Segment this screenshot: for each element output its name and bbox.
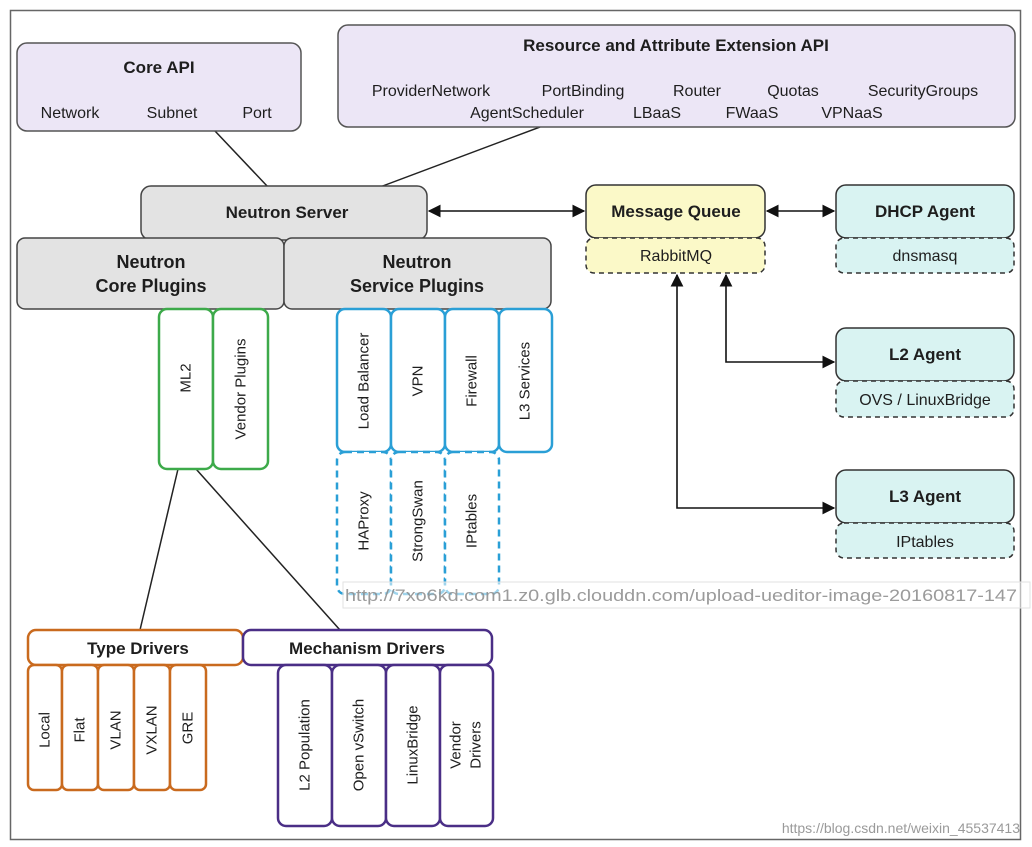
vendor-drivers-label: Drivers xyxy=(468,721,485,769)
service-plugin-columns: Load Balancer VPN Firewall L3 Services xyxy=(335,307,554,454)
blog-watermark: https://blog.csdn.net/weixin_45537413 xyxy=(782,820,1020,836)
message-queue-box: Message Queue RabbitMQ xyxy=(585,184,766,274)
extension-api-item: ProviderNetwork xyxy=(372,83,491,100)
url-watermark: http://7xo6kd.com1.z0.glb.clouddn.com/up… xyxy=(342,581,1031,609)
core-api-title: Core API xyxy=(123,58,194,77)
extension-api-title: Resource and Attribute Extension API xyxy=(523,36,829,55)
service-backend-label: StrongSwan xyxy=(410,480,427,562)
mechanism-drivers-title: Mechanism Drivers xyxy=(289,639,445,658)
l2-agent-box: L2 Agent OVS / LinuxBridge xyxy=(835,327,1015,418)
core-plugin-columns: ML2 Vendor Plugins xyxy=(157,307,270,471)
mechanism-driver-label: LinuxBridge xyxy=(405,705,422,784)
svg-text:http://7xo6kd.com1.z0.glb.clou: http://7xo6kd.com1.z0.glb.clouddn.com/up… xyxy=(345,586,1017,605)
mechanism-driver-label: L2 Population xyxy=(297,699,314,791)
extension-api-item: PortBinding xyxy=(542,83,625,100)
type-driver-label: Flat xyxy=(72,717,89,743)
extension-api-item: VPNaaS xyxy=(821,105,882,122)
message-queue-impl: RabbitMQ xyxy=(640,248,712,265)
vendor-plugins-label: Vendor Plugins xyxy=(233,339,250,440)
extension-api-item: Router xyxy=(673,83,722,100)
service-plugins-label: Service Plugins xyxy=(350,276,484,296)
core-plugins-label: Neutron xyxy=(117,252,186,272)
agent-impl: IPtables xyxy=(896,534,954,551)
service-plugins-label: Neutron xyxy=(383,252,452,272)
core-api-connector xyxy=(214,130,269,188)
extension-api-item: FWaaS xyxy=(726,105,779,122)
service-backend-columns: HAProxy StrongSwan IPtables xyxy=(335,450,501,596)
extension-api-box: Resource and Attribute Extension API Pro… xyxy=(337,24,1016,128)
vendor-drivers-label: Vendor xyxy=(448,721,465,769)
ml2-mechanism-drivers-connector xyxy=(195,468,341,631)
type-driver-label: VLAN xyxy=(108,710,125,749)
core-api-item: Subnet xyxy=(147,105,198,122)
type-driver-label: GRE xyxy=(180,712,197,745)
extension-api-item: SecurityGroups xyxy=(868,83,978,100)
message-queue-title: Message Queue xyxy=(611,202,740,221)
service-plugin-label: VPN xyxy=(410,366,427,397)
l3-agent-box: L3 Agent IPtables xyxy=(835,469,1015,559)
type-drivers-group: Type Drivers Local Flat VLAN VXLAN GRE xyxy=(26,628,245,792)
service-plugins-box: Neutron Service Plugins xyxy=(283,237,552,310)
core-api-box: Core API Network Subnet Port xyxy=(16,42,302,132)
core-plugins-label: Core Plugins xyxy=(95,276,206,296)
neutron-server-box: Neutron Server xyxy=(140,185,428,241)
mechanism-driver-label: Open vSwitch xyxy=(351,699,368,792)
agent-title: DHCP Agent xyxy=(875,202,975,221)
agent-title: L3 Agent xyxy=(889,487,961,506)
ml2-plugin-label: ML2 xyxy=(178,363,195,392)
core-api-item: Port xyxy=(242,105,272,122)
type-drivers-title: Type Drivers xyxy=(87,639,189,658)
service-backend-label: IPtables xyxy=(464,494,481,548)
extension-api-item: Quotas xyxy=(767,83,819,100)
mq-l3-arrow xyxy=(670,273,836,515)
extension-api-connector xyxy=(379,126,541,188)
type-driver-label: VXLAN xyxy=(144,705,161,754)
agent-title: L2 Agent xyxy=(889,345,961,364)
service-plugin-label: Firewall xyxy=(464,355,481,407)
extension-api-item: AgentScheduler xyxy=(470,105,585,122)
diagram-frame xyxy=(9,9,1022,841)
extension-api-item: LBaaS xyxy=(633,105,681,122)
core-plugins-box: Neutron Core Plugins xyxy=(16,237,285,310)
agent-impl: dnsmasq xyxy=(893,248,958,265)
agent-impl: OVS / LinuxBridge xyxy=(859,392,991,409)
service-plugin-label: L3 Services xyxy=(517,342,534,420)
core-api-item: Network xyxy=(41,105,101,122)
mechanism-drivers-group: Mechanism Drivers L2 Population Open vSw… xyxy=(241,628,495,828)
neutron-server-label: Neutron Server xyxy=(226,203,349,222)
service-backend-label: HAProxy xyxy=(356,491,373,551)
type-driver-label: Local xyxy=(37,712,54,748)
ml2-type-drivers-connector xyxy=(139,468,179,631)
dhcp-agent-box: DHCP Agent dnsmasq xyxy=(835,184,1015,274)
service-plugin-label: Load Balancer xyxy=(356,333,373,430)
